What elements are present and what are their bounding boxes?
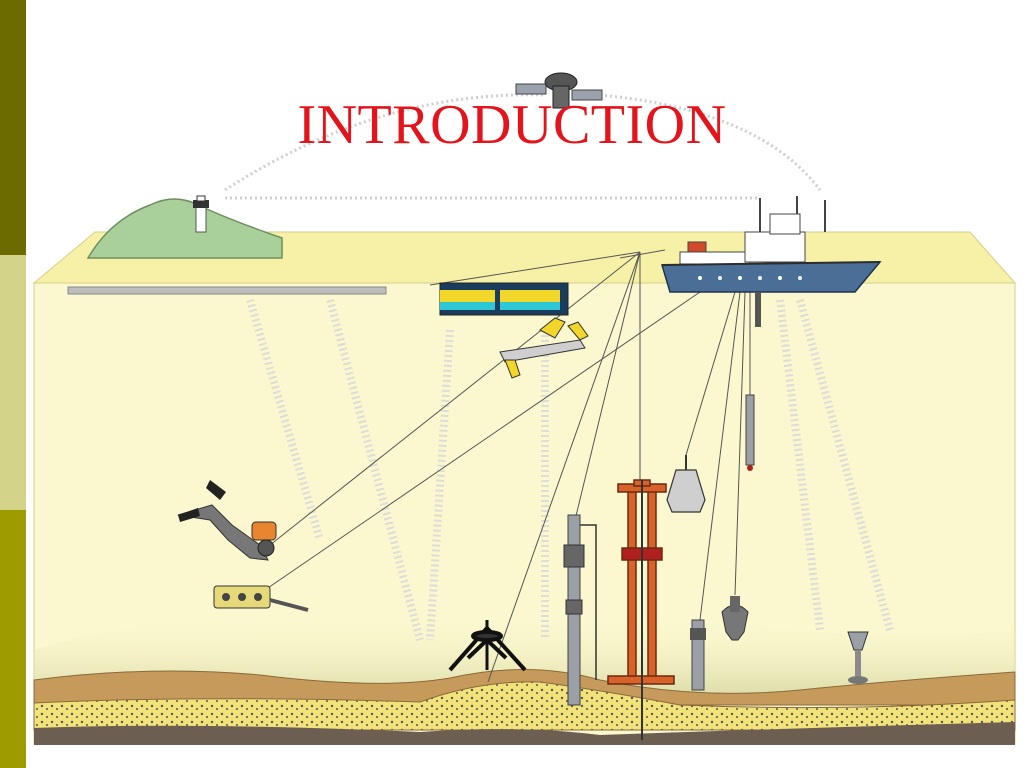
corer-icon — [563, 514, 597, 706]
shore-platform — [67, 286, 387, 295]
tripod-lander-icon — [448, 620, 527, 672]
seabed-sensor-icon — [847, 631, 869, 684]
sidebar-segment-top — [0, 0, 26, 255]
slide-title: INTRODUCTION — [297, 94, 727, 156]
satellite-icon — [515, 72, 603, 109]
coastal-hill — [86, 198, 283, 259]
sidebar-segment-middle — [0, 255, 26, 510]
lighthouse-icon — [193, 195, 209, 233]
sidebar-segment-bottom — [0, 510, 26, 768]
auv-icon — [499, 317, 589, 379]
box-corer-icon — [666, 455, 706, 513]
research-vessel-icon — [660, 196, 882, 327]
drill-rig-icon — [607, 479, 675, 740]
tether-cables — [261, 249, 751, 683]
telemetry-arc-right — [599, 93, 822, 191]
grab-sampler-icon — [721, 596, 749, 641]
sonar-beams — [246, 298, 894, 642]
towed-sonar-icon — [439, 282, 569, 316]
probe-icon — [745, 394, 755, 471]
sediment-layer — [33, 681, 1016, 731]
gravity-corer-icon — [690, 619, 706, 691]
rov-icon — [213, 585, 309, 612]
slide-sidebar — [0, 0, 26, 768]
telemetry-arcs — [224, 93, 822, 200]
telemetry-arc-left — [224, 93, 546, 192]
diver-icon — [177, 480, 277, 561]
bedrock-layer — [34, 722, 1015, 745]
